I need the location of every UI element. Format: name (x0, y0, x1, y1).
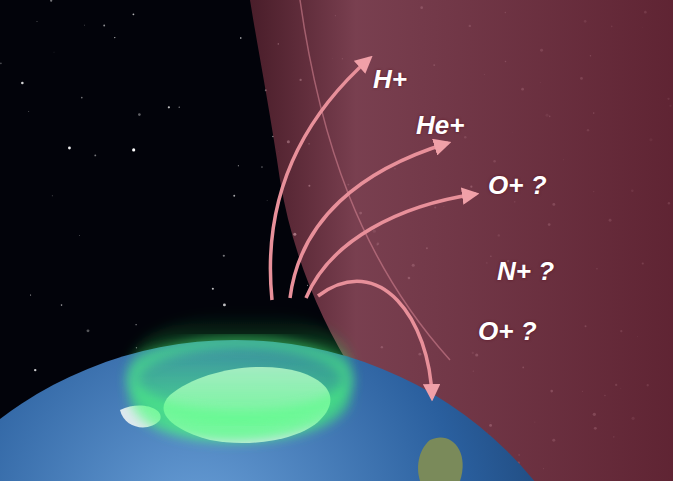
star (132, 148, 135, 151)
star (0, 63, 2, 65)
aurora-curtain (130, 312, 350, 441)
star (68, 147, 71, 150)
star (168, 106, 170, 108)
star (307, 284, 309, 286)
ion-label: He+ (416, 112, 464, 138)
star (179, 107, 180, 108)
star (51, 195, 53, 197)
ion-label: N+ ? (497, 258, 554, 284)
star (21, 82, 24, 85)
landmass (418, 437, 463, 481)
star (133, 13, 135, 15)
ion-flow-arrows (270, 58, 476, 398)
star (79, 235, 81, 237)
ion-label: H+ (373, 66, 407, 92)
star (87, 329, 90, 332)
star (261, 166, 263, 168)
star (138, 113, 141, 116)
star (84, 24, 86, 26)
star (266, 199, 268, 201)
star (212, 288, 214, 290)
ion-label: O+ ? (478, 318, 537, 344)
star (240, 37, 241, 38)
star (30, 294, 31, 295)
star (61, 304, 63, 306)
star (233, 195, 235, 197)
star (238, 165, 239, 166)
star (136, 347, 137, 348)
star (36, 20, 38, 22)
star (103, 25, 105, 27)
ion-label: O+ ? (488, 172, 547, 198)
star (223, 303, 226, 306)
star (34, 369, 36, 371)
star (28, 111, 29, 112)
aurora-oval (132, 342, 348, 418)
star (223, 255, 225, 257)
star (50, 0, 52, 2)
star (53, 51, 55, 53)
star (114, 37, 115, 38)
star (94, 154, 96, 156)
star (81, 97, 83, 99)
star (135, 324, 136, 325)
glow-edge (300, 0, 450, 360)
